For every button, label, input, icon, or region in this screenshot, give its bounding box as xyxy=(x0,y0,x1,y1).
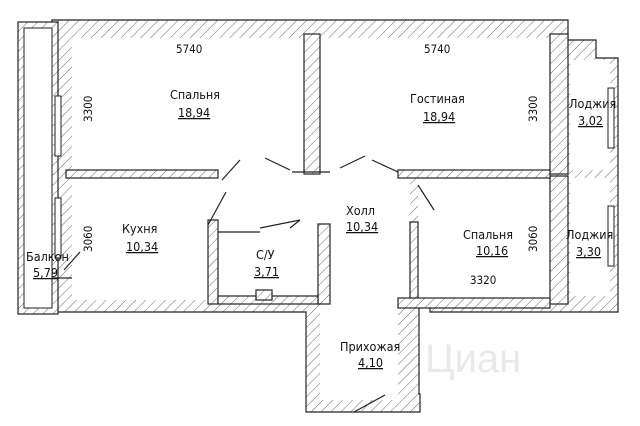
dimension-label: 3060 xyxy=(526,226,540,252)
watermark-text: Циан xyxy=(425,337,521,381)
dimension-label: 3060 xyxy=(81,226,95,252)
room-area: 10,34 xyxy=(126,239,158,254)
room-area: 5,79 xyxy=(33,265,58,280)
dimension-label: 3300 xyxy=(526,96,540,122)
room-name: Гостиная xyxy=(410,91,465,106)
room-area: 18,94 xyxy=(178,105,210,120)
room-name: Балкон xyxy=(26,249,69,264)
room-name: Лоджия xyxy=(569,96,616,111)
dimension-label: 5740 xyxy=(424,42,450,56)
dimension-label: 3300 xyxy=(81,96,95,122)
partitions xyxy=(65,33,569,309)
room-name: С/У xyxy=(256,247,275,262)
room-name: Спальня xyxy=(463,227,513,242)
room-area: 10,34 xyxy=(346,219,378,234)
openings xyxy=(52,87,615,413)
room-name: Холл xyxy=(346,203,375,218)
room-area: 4,10 xyxy=(358,355,383,370)
dimension-label: 3320 xyxy=(470,273,496,287)
dimension-label: 5740 xyxy=(176,42,202,56)
room-name: Лоджия xyxy=(566,227,613,242)
room-area: 3,30 xyxy=(576,244,601,259)
room-area: 10,16 xyxy=(476,243,508,258)
room-name: Прихожая xyxy=(340,339,400,354)
room-labels: Спальня 18,94 Гостиная 18,94 Лоджия 3,02… xyxy=(26,87,616,370)
room-area: 3,02 xyxy=(578,113,603,128)
room-name: Кухня xyxy=(122,221,157,236)
room-area: 3,71 xyxy=(254,264,279,279)
room-area: 18,94 xyxy=(423,109,455,124)
dimension-labels: 5740 5740 3300 3300 3060 3060 3320 xyxy=(81,42,540,287)
room-interiors xyxy=(72,38,610,400)
room-name: Спальня xyxy=(170,87,220,102)
